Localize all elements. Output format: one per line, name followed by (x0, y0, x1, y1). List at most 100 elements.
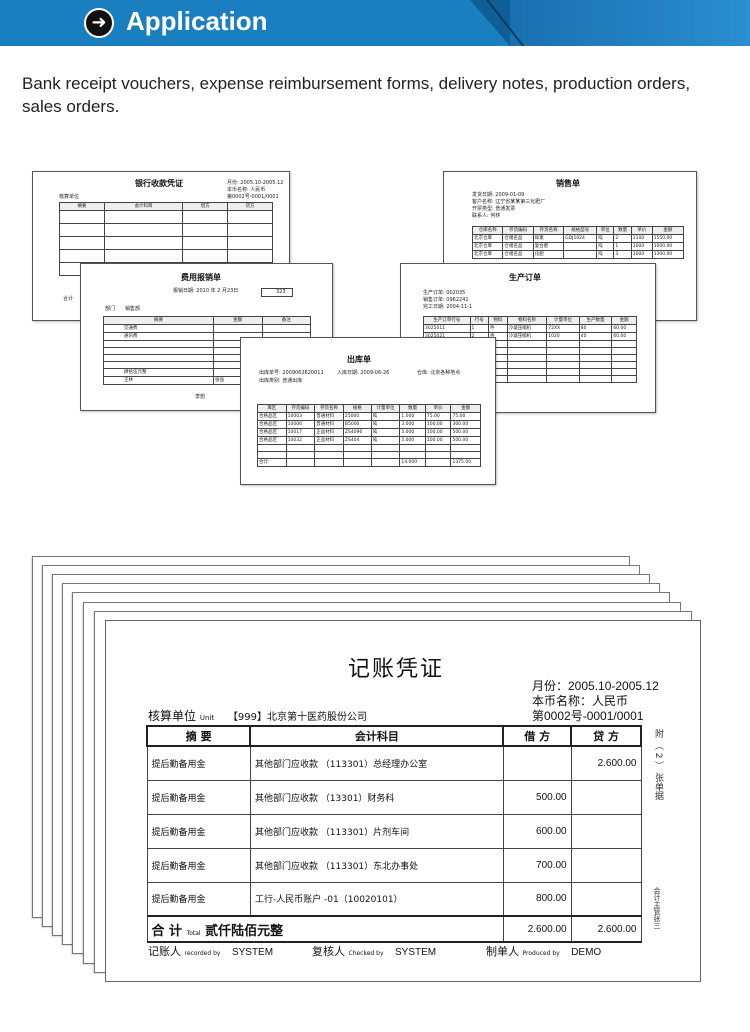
table-header: 数量 (613, 226, 632, 235)
total-label: 合计: (257, 458, 287, 467)
table-header: 金额 (651, 226, 685, 235)
form-line: 销售订单: 0962241 (423, 297, 469, 303)
header-credit: 贷 方 (570, 725, 642, 747)
table-header: 金额 (450, 404, 481, 413)
form-unit-label: 核算单位 (59, 194, 80, 200)
table-header: 生产数量 (578, 316, 613, 325)
table-header: 物料名称 (506, 316, 548, 325)
table-header: 规格型号 (563, 226, 598, 235)
table-header: 规格 (342, 404, 372, 413)
table-header: 摘要 (103, 316, 214, 325)
table-header: 行号 (469, 316, 490, 325)
form-title: 银行收款凭证 (135, 179, 183, 188)
voucher-table: 摘 要 会计科目 借 方 贷 方 提后勤备用金 其他部门应收款 （113301）… (145, 725, 642, 943)
table-header: 仓库名称 (471, 226, 504, 235)
unit-label: 核算单位 (148, 709, 197, 723)
table-row: 提后勤备用金 工行-人民币账户 -01（10020101） 800.00 (146, 881, 642, 917)
table-header: 数量 (399, 404, 426, 413)
total-qty: 14.000 (399, 458, 426, 467)
table-header: 存货编码 (285, 404, 316, 413)
form-currency: 本币名称: 人民币 (227, 187, 266, 193)
table-header: 会计科目 (103, 202, 184, 211)
voucher-month: 月份：2005.10-2005.12 (532, 679, 659, 693)
voucher-title: 记账凭证 (348, 657, 445, 682)
table-header: 单价 (630, 226, 653, 235)
produced-by: 制单人 Produced by DEMO (486, 945, 602, 958)
form-line: 客户名称: 辽宁省某某第三化肥厂 (472, 199, 546, 205)
form-line: 仓库: 北京各种地点 (417, 370, 461, 376)
form-line: 开票类型: 普通发票 (472, 206, 516, 212)
table-row: 提后勤备用金 其他部门应收款 （113301）东北办事处 700.00 (146, 847, 642, 883)
form-number: 第0002号-0001/0001 (227, 194, 279, 200)
table-header: 计量单位 (546, 316, 580, 325)
header-account: 会计科目 (249, 725, 505, 747)
voucher-currency: 本币名称：人民币 (532, 694, 629, 708)
voucher-number: 第0002号-0001/0001 (532, 709, 644, 723)
unit-label-en: Unit (199, 714, 215, 722)
banner-decor (510, 0, 750, 46)
form-date: 报销日期: 2010 年 2 月23日 (173, 288, 239, 294)
attachment-note: 附 （ 2 ） 张单据 (653, 729, 663, 801)
form-line: 联系人: 何林 (472, 213, 501, 219)
form-title: 销售单 (556, 179, 580, 188)
checked-by: 复核人 Checked by SYSTEM (312, 945, 437, 958)
sales-order-form: 销售单 发货日期: 2009-01-09 客户名称: 辽宁省某某第三化肥厂 开票… (443, 171, 697, 321)
table-header: 存货名称 (314, 404, 344, 413)
form-date: 月份: 2005.10-2005.12 (227, 180, 284, 186)
table-header: 摘要 (59, 202, 105, 211)
header-debit: 借 方 (502, 725, 573, 747)
dept-value: 销售部 (125, 306, 141, 312)
delivery-note-form: 出库单 出库单号: 2009062620011 入库日期: 2009-06-26… (240, 337, 496, 485)
voucher-unit: 核算单位 Unit 【999】北京第十医药股份公司 (148, 707, 367, 724)
table-header: 借方 (182, 202, 229, 211)
amount-words: 肆拾伍元整 (103, 368, 214, 377)
table-header: 生产订单行号 (423, 316, 471, 325)
form-line: 完工日期: 2004-11-1 (423, 304, 473, 310)
form-line: 出库类别: 普通出库 (259, 378, 303, 384)
form-title: 费用报销单 (181, 273, 221, 282)
description-text: Bank receipt vouchers, expense reimburse… (22, 74, 691, 116)
total-row: 合 计 Total 贰仟陆佰元整 2.600.00 2.600.00 (146, 915, 642, 943)
table-header: 物料 (488, 316, 508, 325)
table-header: 存货名称 (532, 226, 565, 235)
total-debit: 2.600.00 (502, 915, 572, 943)
table-row: 交通费 (103, 324, 311, 333)
unit-value: 【999】北京第十医药股份公司 (227, 712, 368, 723)
voucher-meta: 月份：2005.10-2005.12 本币名称：人民币 第0002号-0001/… (532, 679, 659, 724)
table-header: 金额 (611, 316, 637, 325)
header-banner: ➜ Application (0, 0, 750, 46)
table-header: 存货编码 (502, 226, 534, 235)
form-line: 生产订单: 002035 (423, 290, 466, 296)
table-header: 计量单位 (370, 404, 401, 413)
accountant: 李想 (195, 394, 206, 400)
total-label: 合 计 (151, 923, 183, 939)
table-header: 库区 (257, 404, 287, 413)
accounting-voucher: 记账凭证 月份：2005.10-2005.12 本币名称：人民币 第0002号-… (105, 620, 701, 982)
total-label-en: Total (186, 929, 201, 937)
table-header: 备注 (261, 316, 311, 325)
banner-title: Application (126, 6, 268, 36)
applicant: 王林 (103, 376, 214, 385)
total-words: 贰仟陆佰元整 (205, 923, 284, 939)
form-title: 生产订单 (509, 273, 541, 282)
table-header: 金额 (213, 316, 263, 325)
form-line: 入库日期: 2009-06-26 (337, 370, 390, 376)
dept-label: 部门 (105, 306, 116, 312)
form-title: 出库单 (347, 355, 371, 364)
total-amount: 1375.00 (450, 458, 481, 467)
total-credit: 2.600.00 (570, 915, 642, 943)
form-line: 出库单号: 2009062620011 (259, 370, 324, 376)
table-row: 提后勤备用金 其他部门应收款 （113301）片剂车间 600.00 (146, 813, 642, 849)
form-footer: 合计 (63, 296, 74, 302)
header-summary: 摘 要 (145, 725, 252, 747)
table-row: 提后勤备用金 其他部门应收款 （113301）总经理办公室 2.600.00 (146, 745, 642, 781)
